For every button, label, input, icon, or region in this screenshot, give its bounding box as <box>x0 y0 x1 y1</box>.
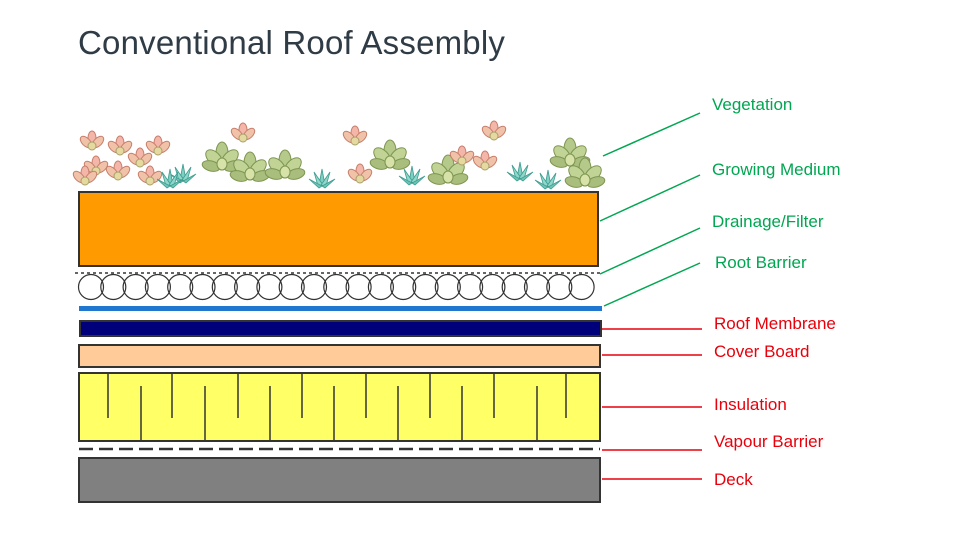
drainage-circle <box>412 273 439 301</box>
green-leader-lines <box>599 112 701 307</box>
drainage-circle <box>479 273 506 301</box>
leader-growing-medium <box>599 174 701 222</box>
drainage-circle <box>323 273 350 301</box>
cover-board-layer <box>78 344 601 368</box>
deck-layer <box>78 457 601 503</box>
roof-membrane-layer <box>79 320 602 337</box>
drainage-circle <box>211 273 238 301</box>
drainage-circle <box>523 273 551 301</box>
growing-medium-layer <box>78 191 599 267</box>
drainage-circle <box>100 273 127 301</box>
drainage-circle <box>189 273 216 301</box>
drainage-circle <box>300 273 328 301</box>
label-roof-membrane: Roof Membrane <box>714 314 836 333</box>
insulation-layer <box>78 372 601 442</box>
label-vapour-barrier: Vapour Barrier <box>714 432 824 451</box>
drainage-circle <box>77 273 105 301</box>
drainage-filter-layer <box>75 272 602 301</box>
drainage-circle <box>345 273 372 301</box>
label-drainage-filter: Drainage/Filter <box>712 212 824 231</box>
label-insulation: Insulation <box>714 395 787 414</box>
diagram-title: Conventional Roof Assembly <box>78 24 506 61</box>
label-root-barrier: Root Barrier <box>715 253 807 272</box>
drainage-circle <box>568 273 595 301</box>
root-barrier-layer <box>79 306 602 311</box>
drainage-circle <box>367 273 394 301</box>
leader-drainage-filter <box>599 227 701 275</box>
drainage-circle <box>457 273 484 301</box>
drainage-circle <box>122 273 149 301</box>
drainage-circle <box>390 273 417 301</box>
label-deck: Deck <box>714 470 753 489</box>
drainage-circle <box>546 273 573 301</box>
vegetation-layer <box>70 120 607 190</box>
drainage-circle <box>167 273 194 301</box>
drainage-circle <box>234 273 261 301</box>
drainage-circle <box>256 273 283 301</box>
drainage-circle <box>144 273 171 301</box>
drainage-circle <box>501 273 528 301</box>
leader-vegetation <box>602 112 701 157</box>
drainage-circle <box>434 273 461 301</box>
label-vegetation: Vegetation <box>712 95 793 114</box>
drainage-circle <box>278 273 305 301</box>
leader-root-barrier <box>603 262 701 307</box>
label-growing-medium: Growing Medium <box>712 160 841 179</box>
red-leader-lines <box>602 328 702 480</box>
label-cover-board: Cover Board <box>714 342 810 361</box>
